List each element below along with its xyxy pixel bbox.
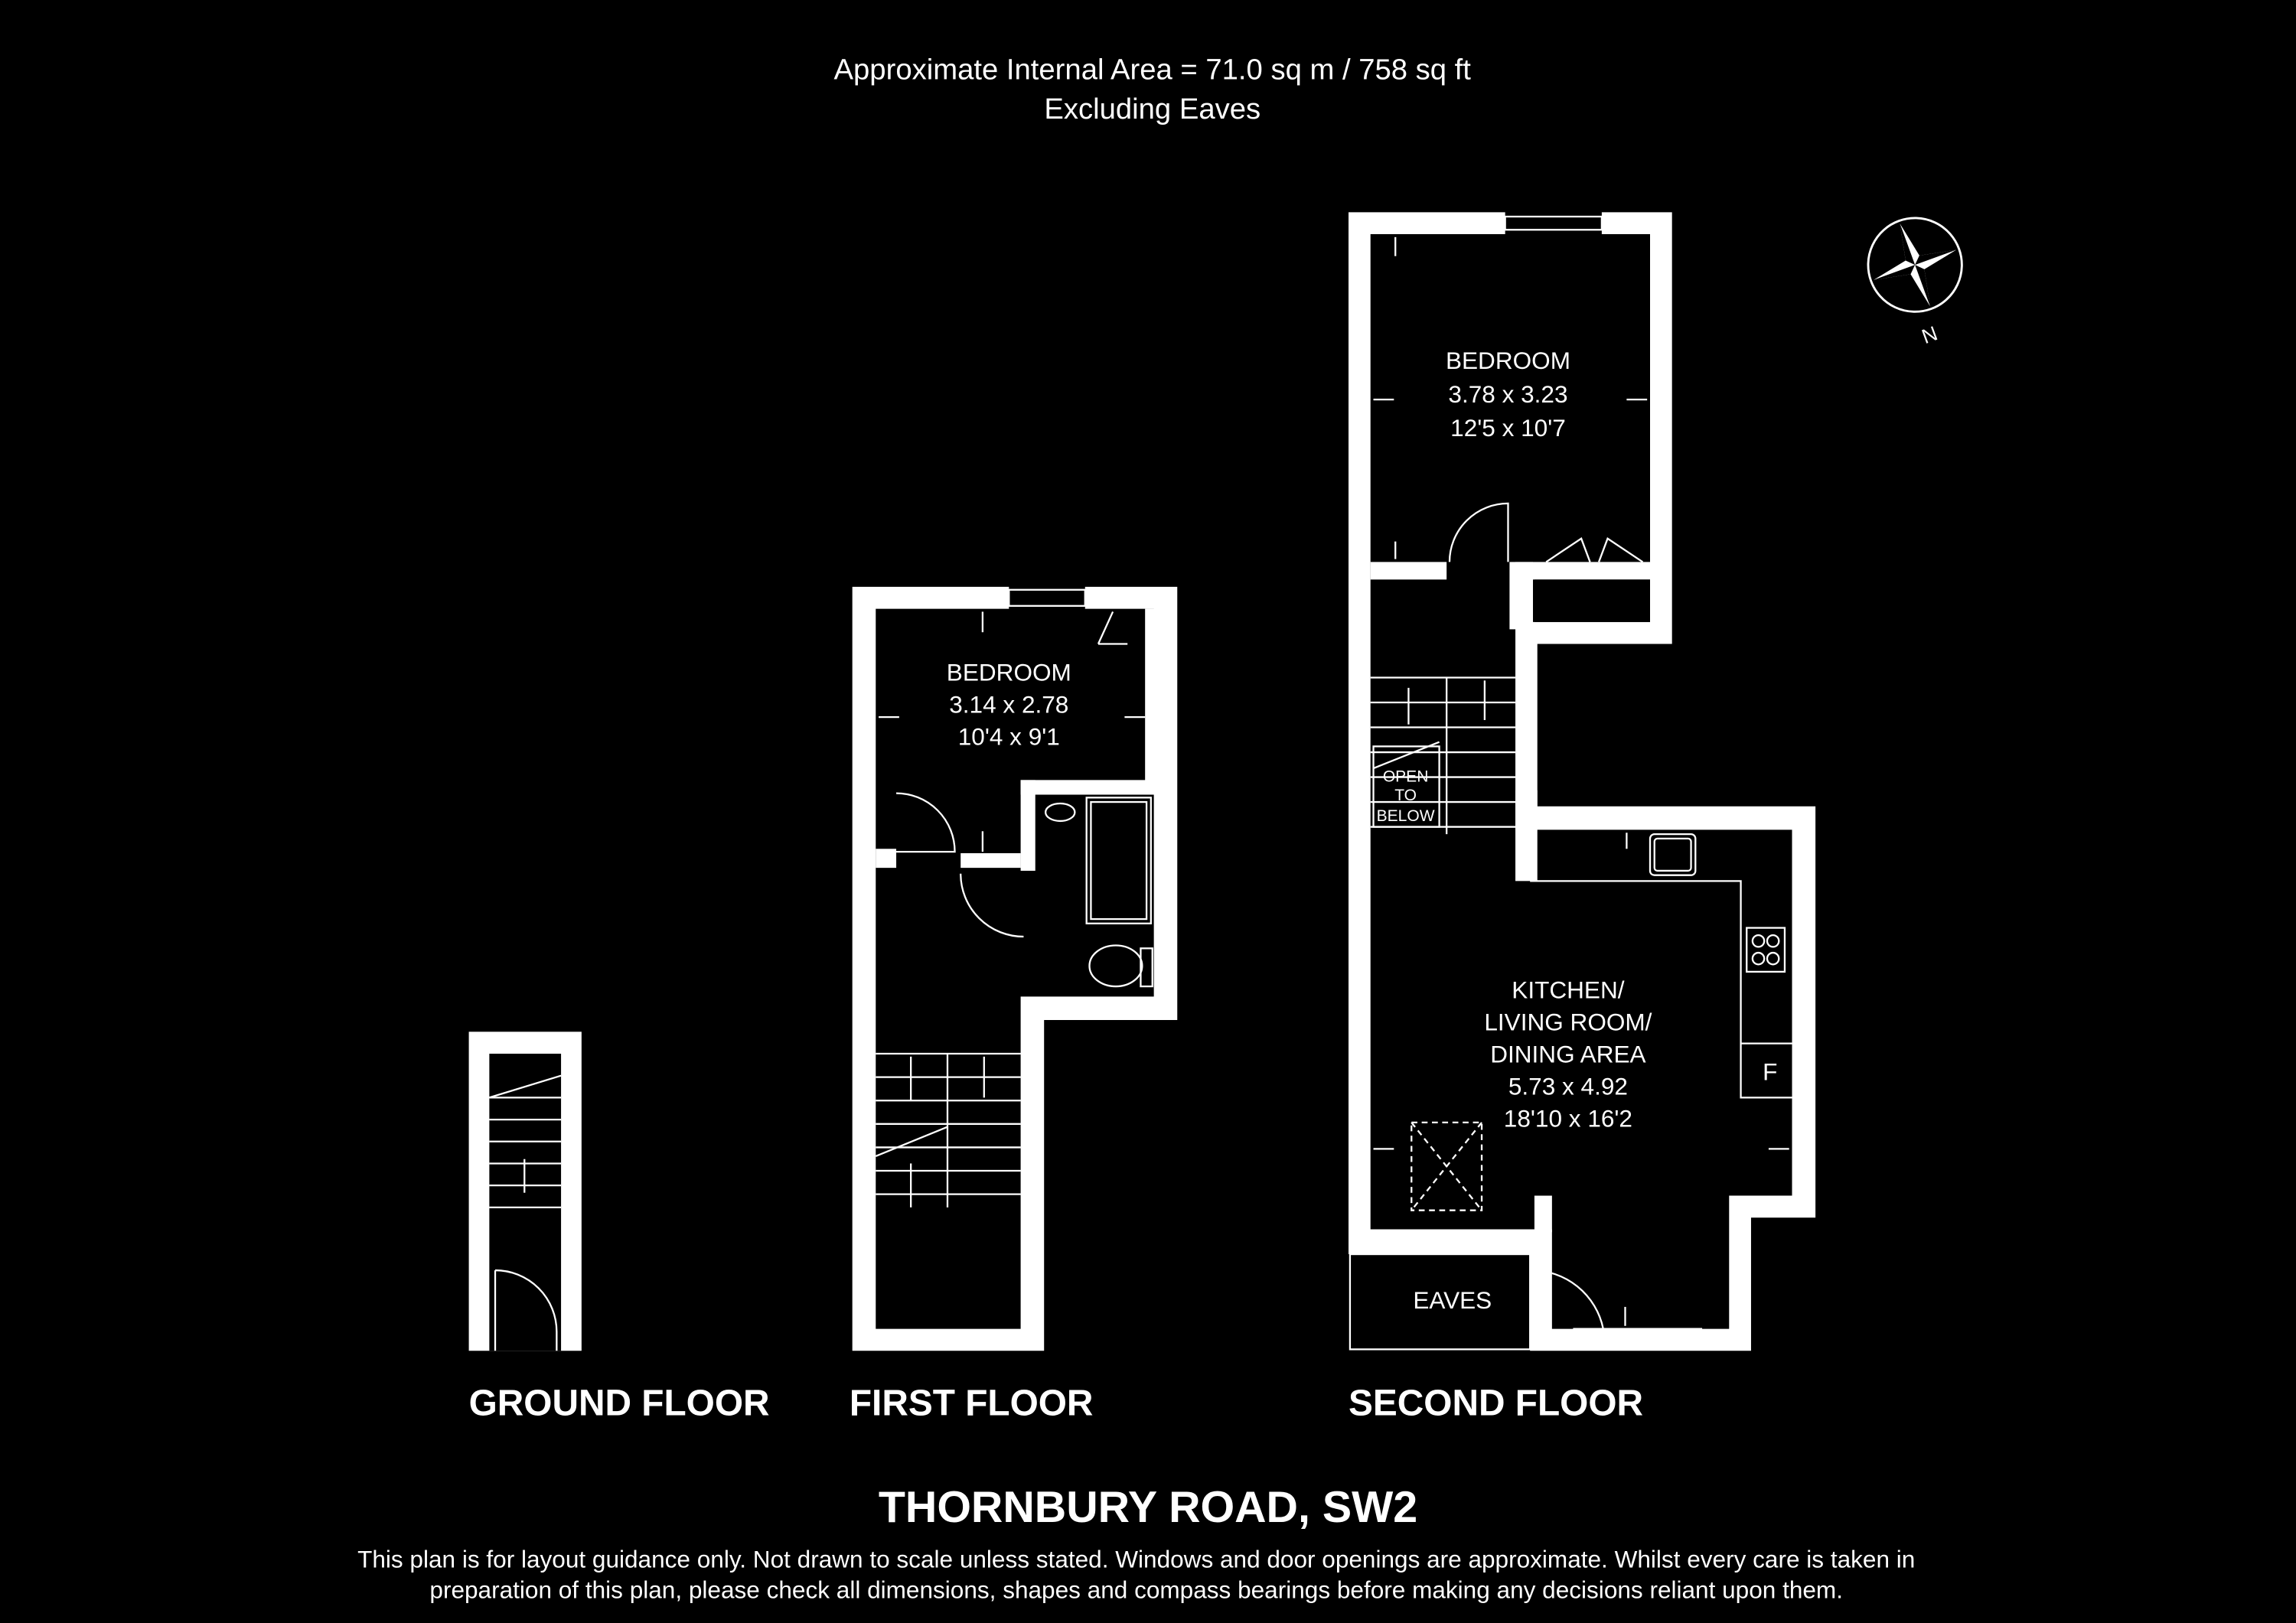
fridge-label: F [1763, 1058, 1777, 1085]
second-floor-label: SECOND FLOOR [1349, 1383, 1643, 1423]
compass-icon [1867, 217, 1963, 313]
ground-floor-label: GROUND FLOOR [469, 1383, 770, 1423]
disclaimer-line-2: preparation of this plan, please check a… [429, 1576, 1843, 1603]
second-floor-plan: BEDROOM 3.78 x 3.23 12'5 x 10'7 KITCHEN/… [1349, 210, 1816, 1351]
room-imperial: 10'4 x 9'1 [958, 722, 1060, 750]
room-name-line: DINING AREA [1490, 1040, 1645, 1067]
room-name: BEDROOM [947, 658, 1071, 686]
eaves-label: EAVES [1413, 1286, 1492, 1314]
room-metric: 3.78 x 3.23 [1448, 380, 1567, 408]
open-to-below-label: OPEN [1383, 768, 1429, 785]
room-imperial: 12'5 x 10'7 [1450, 414, 1566, 442]
area-text: Approximate Internal Area = 71.0 sq m / … [834, 53, 1472, 86]
room-name: BEDROOM [1446, 347, 1570, 374]
open-to-below-label: TO [1394, 787, 1417, 804]
disclaimer-line-1: This plan is for layout guidance only. N… [357, 1545, 1915, 1572]
room-name-line: KITCHEN/ [1512, 976, 1624, 1003]
property-title: THORNBURY ROAD, SW2 [879, 1483, 1417, 1532]
room-name-line: LIVING ROOM/ [1484, 1008, 1652, 1035]
room-imperial: 18'10 x 16'2 [1504, 1105, 1632, 1133]
north-label: N [1919, 321, 1940, 348]
open-to-below-label: BELOW [1377, 807, 1435, 825]
room-metric: 3.14 x 2.78 [949, 690, 1068, 718]
first-floor-label: FIRST FLOOR [850, 1383, 1094, 1423]
ground-floor-plan [468, 1031, 582, 1351]
room-metric: 5.73 x 4.92 [1508, 1073, 1628, 1100]
first-floor-plan: BEDROOM 3.14 x 2.78 10'4 x 9'1 [852, 585, 1178, 1351]
eaves-note: Excluding Eaves [1044, 93, 1261, 125]
